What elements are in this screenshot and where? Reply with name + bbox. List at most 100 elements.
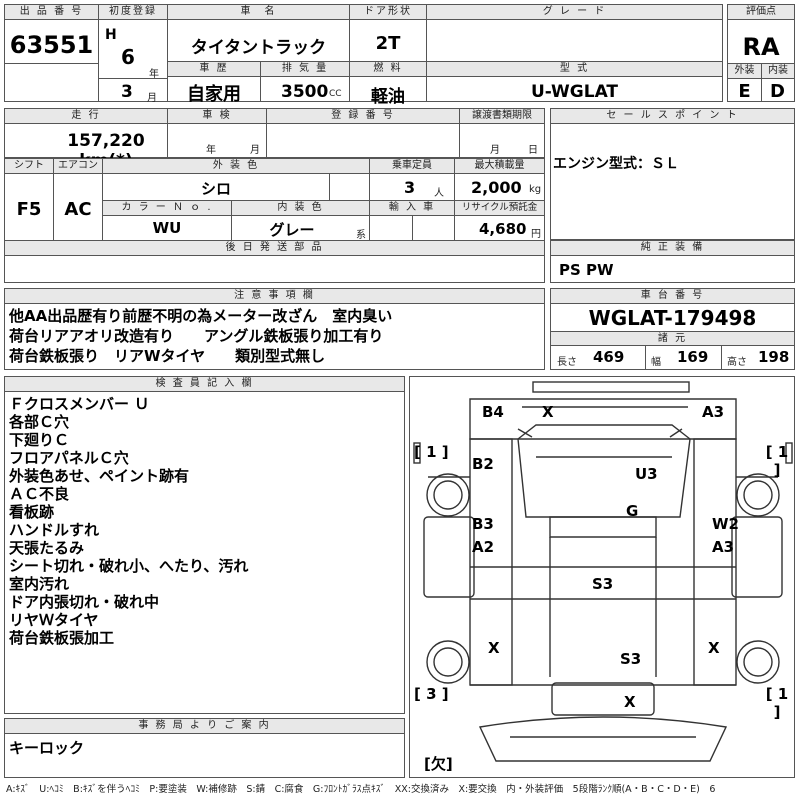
left-door-shape	[423, 516, 475, 598]
inspector-line-6: ＡＣ不良	[9, 485, 70, 503]
color-no-section: カ ラ ー Ｎ ｏ . WU	[102, 200, 232, 241]
rear-panel-shape	[551, 682, 655, 716]
exterior-color-label: 外 装 色	[103, 159, 369, 174]
right-mirror	[785, 442, 793, 464]
mileage-section: 走 行 157,220 km(*)	[4, 108, 168, 171]
capacity-unit: 人	[434, 188, 444, 199]
sales-point-text: エンジン型式：ＳＬ	[553, 156, 679, 172]
notes-line-2: 荷台リアアオリ改造有り アングル鉄板張り加工有り	[9, 327, 384, 345]
rear-left-wheel-inner	[433, 647, 463, 677]
inspector-line-3: 下廻りＣ	[9, 431, 70, 449]
first-registration-section: 初度登録 H 6 年 3 月	[98, 4, 168, 104]
inspection-month-unit: 月	[250, 145, 260, 156]
frame-rails	[549, 537, 657, 677]
bracket-right-top: [ 1 ]	[765, 443, 789, 479]
month-value: 3	[121, 82, 133, 102]
front-right-wheel-inner	[743, 480, 773, 510]
spec-label: 諸 元	[551, 331, 794, 346]
inspector-line-11: 室内汚れ	[9, 575, 70, 593]
code-b4: B4	[482, 403, 504, 421]
registration-label: 登 録 番 号	[267, 109, 459, 124]
shift-label: シフト	[5, 159, 53, 174]
length-value: 469	[593, 348, 625, 366]
cross-lines	[470, 566, 736, 600]
notes-line-1: 他AA出品歴有り前歴不明の為メーター改ざん 室内臭い	[9, 307, 393, 325]
inspector-line-2: 各部Ｃ穴	[9, 413, 70, 431]
inspector-line-12: ドア内張切れ・破れ中	[9, 593, 160, 611]
notes-label: 注 意 事 項 欄	[5, 289, 544, 304]
floor-shape	[549, 516, 657, 538]
month-unit: 月	[147, 93, 157, 104]
left-mirror	[413, 442, 421, 464]
office-section: 事 務 局 よ り ご 案 内 キーロック	[4, 718, 405, 778]
history-label: 車 歴	[168, 62, 260, 77]
chassis-section: 車 台 番 号 WGLAT-179498 諸 元 長さ 469 幅 169 高さ…	[550, 288, 795, 370]
cab-top-shape	[517, 424, 691, 518]
recycle-label: リサイクル預託金	[455, 201, 544, 216]
code-a3-right: A3	[712, 538, 735, 556]
bracket-bottom: [欠]	[424, 755, 453, 773]
grade-label: グ レ ー ド	[427, 5, 722, 20]
rear-right-wheel	[736, 640, 780, 684]
door-type: 2T	[375, 33, 401, 54]
score-value: RA	[742, 33, 780, 61]
fuel-section: 燃 料 軽油	[349, 61, 427, 107]
front-left-wheel	[426, 473, 470, 517]
shift-value: F5	[16, 199, 42, 220]
inspector-line-10: シート切れ・破れ小、へたり、汚れ	[9, 557, 249, 575]
first-reg-label: 初度登録	[99, 5, 167, 20]
car-name: タイタントラック	[190, 38, 327, 58]
interior-color-value: グレー	[269, 221, 315, 239]
import-label: 輸 入 車	[370, 201, 454, 216]
equipment-label: 純 正 装 備	[551, 241, 794, 256]
front-right-wheel	[736, 473, 780, 517]
office-text: キーロック	[9, 739, 85, 757]
interior-color-section: 内 装 色 グレー 系	[231, 200, 370, 241]
interior-color-suffix: 系	[356, 230, 366, 241]
inspector-line-4: フロアパネルＣ穴	[9, 449, 129, 467]
exterior-color-value: シロ	[200, 180, 231, 198]
displacement-unit: CC	[329, 89, 342, 99]
rear-right-wheel-inner	[743, 647, 773, 677]
code-x-left: X	[488, 639, 500, 657]
model-label: 型 式	[427, 62, 722, 77]
max-load-unit: kg	[529, 184, 542, 195]
mileage-label: 走 行	[5, 109, 167, 124]
score-label: 評価点	[728, 5, 794, 20]
displacement-label: 排 気 量	[261, 62, 349, 77]
lot-section: 出 品 番 号 63551	[4, 4, 99, 102]
capacity-value: 3	[404, 178, 416, 197]
inspector-line-13: リヤＷタイヤ	[9, 611, 99, 629]
history-value: 自家用	[187, 84, 241, 105]
rear-left-wheel	[426, 640, 470, 684]
chassis-label: 車 台 番 号	[551, 289, 794, 304]
parts-section: 後 日 発 送 部 品	[4, 240, 545, 283]
rear-gate-shape	[532, 381, 690, 393]
recycle-value: 4,680	[479, 220, 527, 238]
notes-section: 注 意 事 項 欄 他AA出品歴有り前歴不明の為メーター改ざん 室内臭い 荷台リ…	[4, 288, 545, 370]
code-a3-top: A3	[702, 403, 725, 421]
damage-diagram: B4 X A3 [ 1 ] [ 1 ] B2 U3 G B3 W2 A2 A3 …	[409, 376, 795, 778]
code-s3-low: S3	[620, 650, 642, 668]
recycle-unit: 円	[531, 229, 541, 240]
code-b2: B2	[472, 455, 494, 473]
width-value: 169	[677, 348, 709, 366]
code-g: G	[626, 502, 639, 520]
height-value: 198	[758, 348, 790, 366]
code-u3: U3	[635, 465, 658, 483]
equipment-section: 純 正 装 備 PS PW	[550, 240, 795, 283]
inspection-section: 車 検 年 月	[167, 108, 267, 158]
year-value: 6	[121, 45, 135, 69]
inspection-label: 車 検	[168, 109, 266, 124]
bracket-left-bottom: [ 3 ]	[414, 685, 449, 703]
max-load-section: 最大積載量 2,000 kg	[454, 158, 545, 201]
exterior-score: E	[738, 81, 751, 102]
year-unit: 年	[149, 69, 159, 80]
max-load-label: 最大積載量	[455, 159, 544, 174]
exterior-label: 外装	[728, 64, 761, 79]
bracket-right-bottom: [ 1 ]	[765, 685, 789, 721]
front-bumper-shape	[478, 716, 728, 762]
truck-diagram-svg	[413, 381, 793, 762]
code-x-top: X	[542, 403, 554, 421]
width-label: 幅	[651, 357, 661, 368]
